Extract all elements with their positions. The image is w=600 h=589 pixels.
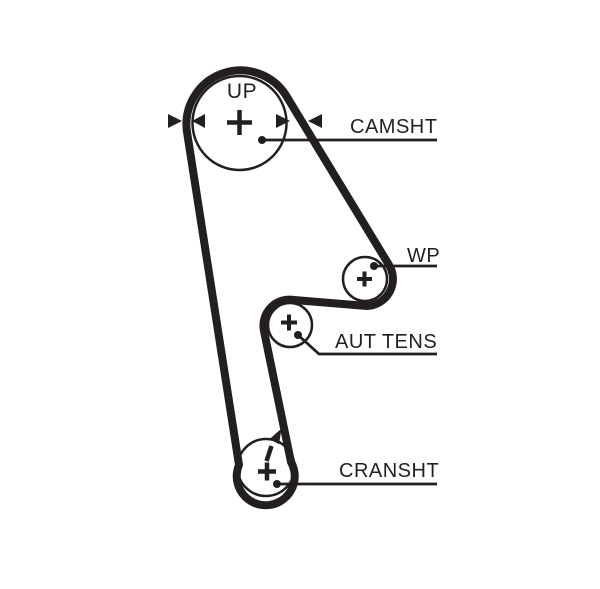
crankshaft-label: CRANSHT: [339, 460, 439, 482]
auto-tensioner-leader-line: [297, 333, 437, 356]
water-pump-leader: [370, 262, 437, 270]
alignment-arrow-left-inner-icon: [192, 114, 205, 128]
water-pump-label: WP: [407, 245, 440, 267]
crankshaft-leader-dot-icon: [273, 480, 281, 488]
alignment-arrow-right-outer-icon: [308, 114, 322, 128]
water-pump-pulley: [341, 255, 389, 303]
timing-belt: [182, 66, 397, 510]
camshaft-label: CAMSHT: [350, 116, 437, 138]
camshaft-center-cross-icon: [227, 110, 252, 135]
rotation-arrow-dash-icon: [264, 445, 274, 462]
auto-tensioner-center-cross-icon: [281, 314, 297, 331]
auto-tensioner-leader: [294, 331, 437, 356]
crankshaft-pulley: [236, 437, 296, 498]
auto-tensioner-pulley: [266, 301, 314, 349]
alignment-arrow-left-outer-icon: [168, 114, 182, 128]
rotation-arrow-head-icon: [269, 428, 282, 445]
crankshaft-leader: [273, 480, 437, 488]
alignment-arrow-right-inner-icon: [276, 114, 290, 128]
up-label: UP: [227, 80, 257, 103]
camshaft-leader-dot-icon: [258, 136, 266, 144]
auto-tensioner-label: AUT TENS: [335, 331, 437, 353]
camshaft-leader: [258, 136, 437, 144]
water-pump-leader-dot-icon: [370, 262, 378, 270]
water-pump-center-cross-icon: [357, 271, 372, 287]
auto-tensioner-leader-dot-icon: [294, 331, 302, 339]
crankshaft-center-cross-icon: [258, 462, 276, 481]
camshaft-pulley: [191, 74, 288, 172]
